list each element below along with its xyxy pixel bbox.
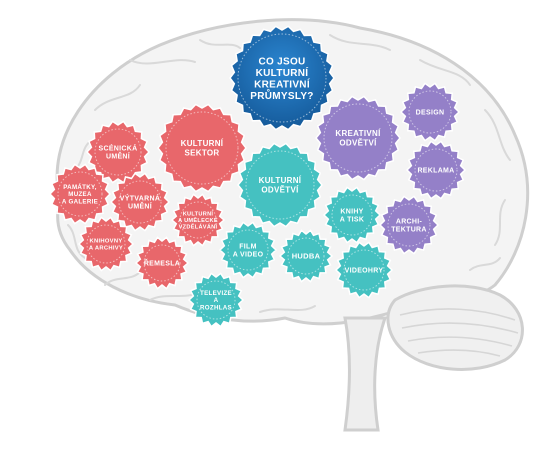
gear-kulturni-sektor-inner-ring (165, 111, 239, 185)
gear-design-label-line: DESIGN (416, 110, 445, 117)
gear-design: DESIGN (399, 82, 461, 142)
gear-architektura-shape (378, 195, 440, 255)
gear-videohry-inner-ring (343, 249, 385, 291)
gear-vzdelavani-inner-ring (179, 201, 217, 239)
gear-vytvarna-label-line: VÝTVARNÁ (120, 193, 160, 202)
gear-center-inner-ring (237, 33, 327, 123)
gear-vytvarna-label-line: UMĚNÍ (128, 202, 153, 211)
gear-kulturni-odvetvi-label-line: ODVĚTVÍ (261, 185, 299, 194)
gear-vytvarna-shape (109, 172, 171, 232)
gear-vytvarna-inner-ring (118, 180, 162, 224)
gear-kulturni-odvetvi-label-line: KULTURNÍ (259, 176, 302, 185)
gear-hudba-inner-ring (287, 237, 325, 275)
gear-scenicka-label-line: SCÉNICKÁ (99, 143, 138, 152)
gear-center-label-line: KREATIVNÍ (254, 77, 310, 90)
gear-film-inner-ring (227, 229, 269, 271)
gear-vzdelavani-label-line: VZDĚLÁVÁNÍ (179, 222, 218, 230)
gear-knihy-label-line: A TISK (340, 217, 365, 224)
gear-architektura-label-line: ARCHI- (396, 218, 423, 225)
gear-kulturni-sektor-label-line: SEKTOR (185, 148, 220, 157)
gear-pamatky-label-line: PAMÁTKY, (63, 184, 97, 191)
gear-film: FILM A VIDEO (218, 221, 278, 279)
gear-kreativni-odvetvi-label-line: KREATIVNÍ (335, 129, 381, 138)
gear-remesla: ŘEMESLA (134, 236, 190, 290)
gear-architektura: ARCHI- TEKTURA (378, 195, 440, 255)
gear-scenicka-inner-ring (94, 128, 142, 176)
gear-vzdelavani-label-line: KULTURNÍ (183, 210, 214, 218)
gear-remesla-label-line: ŘEMESLA (144, 258, 180, 267)
gear-videohry: VIDEOHRY (334, 241, 394, 299)
gear-remesla-inner-ring (143, 244, 181, 282)
gear-center-shape (229, 25, 335, 131)
gear-televize-label-line: A (214, 297, 219, 304)
gear-kulturni-sektor-label-line: KULTURNÍ (181, 139, 224, 148)
gear-kulturni-odvetvi-inner-ring (245, 150, 315, 220)
gear-reklama: REKLAMA (405, 140, 467, 200)
gear-vzdelavani-label-line: A UMĚLECKÉ (178, 216, 218, 224)
gear-scenicka-label-line: UMĚNÍ (106, 152, 131, 161)
gear-architektura-inner-ring (387, 203, 431, 247)
gear-pamatky-label-line: A GALERIE (62, 198, 98, 205)
gear-videohry-label-line: VIDEOHRY (345, 267, 384, 274)
gear-reklama-label-line: REKLAMA (417, 167, 454, 174)
gear-design-inner-ring (408, 90, 452, 134)
gear-kreativni-odvetvi-label-line: ODVĚTVÍ (339, 138, 377, 147)
gear-kulturni-sektor-shape (157, 103, 247, 193)
gears-layer: KULTURNÍSEKTORSCÉNICKÁUMĚNÍPAMÁTKY,MUZEA… (48, 25, 467, 328)
gear-hudba-label-line: HUDBA (292, 252, 321, 261)
gear-reklama-shape (405, 140, 467, 200)
gear-knihy-label-line: KNIHY (340, 208, 363, 215)
gear-film-label-line: FILM (239, 243, 257, 250)
gear-pamatky-shape (48, 163, 112, 225)
gear-televize-label-line: TELEVIZE (200, 290, 232, 297)
gear-knihovny-label-line: A ARCHIVY (89, 245, 123, 251)
gear-reklama-inner-ring (414, 148, 458, 192)
gear-kreativni-odvetvi-inner-ring (323, 103, 393, 173)
gear-televize-label-line: ROZHLAS (200, 304, 232, 311)
gear-knihy-inner-ring (331, 194, 373, 236)
gear-design-shape (399, 82, 461, 142)
gear-hudba: HUDBA (278, 229, 334, 283)
gear-kreativni-odvetvi-shape (315, 95, 401, 181)
gear-kulturni-odvetvi-shape (237, 142, 323, 228)
gear-pamatky-inner-ring (57, 171, 103, 217)
gear-center-label-line: PRŮMYSLY? (250, 88, 313, 102)
gear-center-label-line: CO JSOU (258, 56, 305, 67)
gear-knihy: KNIHY A TISK (322, 186, 382, 244)
gear-knihovny-inner-ring (86, 224, 126, 264)
gear-knihovny-label-line: KNIHOVNY (90, 239, 123, 245)
gear-pamatky-label-line: MUZEA (68, 191, 92, 198)
gear-architektura-label-line: TEKTURA (391, 227, 427, 234)
gear-center-label-line: KULTURNÍ (256, 66, 309, 79)
gear-televize-inner-ring (196, 280, 236, 320)
gear-film-label-line: A VIDEO (233, 252, 264, 259)
